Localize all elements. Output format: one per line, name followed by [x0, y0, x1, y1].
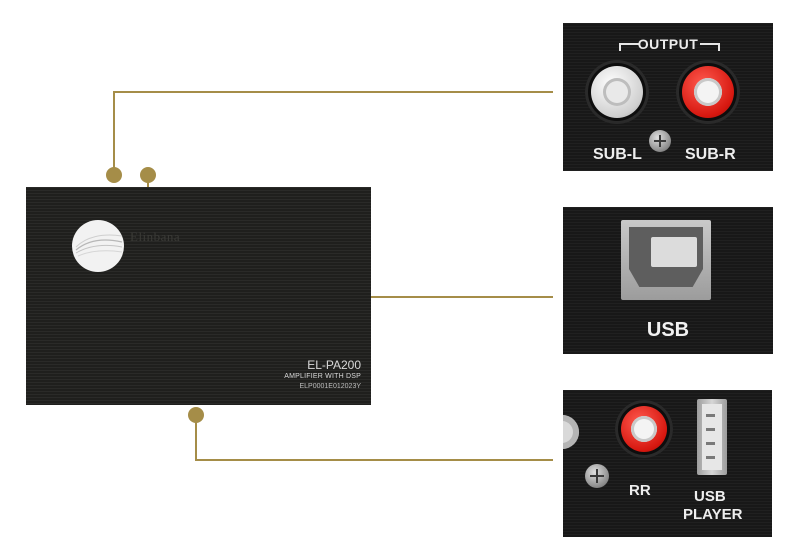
jack-center-icon — [603, 78, 631, 106]
brand-name: Elinbana — [130, 229, 181, 244]
usb-closeup-panel: USB — [563, 207, 773, 354]
bracket-left-decoration — [619, 43, 639, 51]
output-connector-line — [113, 91, 553, 175]
jack-center-icon — [631, 416, 657, 442]
rr-label: RR — [629, 482, 651, 499]
output-title: OUTPUT — [637, 36, 699, 52]
model-description: AMPLIFIER WITH DSP — [284, 373, 361, 380]
screw-icon — [585, 464, 609, 488]
brand-logo-icon — [72, 220, 124, 272]
output-connector-dot — [106, 167, 122, 183]
sub-r-label: SUB-R — [685, 146, 736, 163]
screw-icon — [649, 130, 671, 152]
usb-b-port-icon — [621, 220, 711, 300]
partial-white-jack-icon — [563, 415, 579, 449]
usb-player-closeup-panel: RR USB PLAYER — [563, 390, 772, 537]
model-number: EL-PA200 — [307, 358, 361, 372]
rr-rca-jack — [615, 400, 673, 458]
usb-player-connector-line — [195, 415, 553, 461]
output-closeup-panel: OUTPUT SUB-L SUB-R — [563, 23, 773, 171]
sub-l-label: SUB-L — [593, 146, 642, 163]
bracket-right-decoration — [700, 43, 720, 51]
serial-number: ELP0001E012023Y — [299, 383, 362, 390]
usb-connector-dot — [140, 167, 156, 183]
sub-l-rca-jack — [585, 60, 649, 124]
usb-player-label-line2: PLAYER — [683, 506, 743, 523]
usb-player-connector-dot — [188, 407, 204, 423]
sub-r-rca-jack — [676, 60, 740, 124]
jack-center-icon — [694, 78, 722, 106]
usb-a-port-icon — [697, 399, 727, 475]
usb-player-label-line1: USB — [694, 488, 726, 505]
amplifier-unit: Elinbana EL-PA200 AMPLIFIER WITH DSP ELP… — [26, 187, 371, 405]
usb-label: USB — [646, 319, 690, 341]
